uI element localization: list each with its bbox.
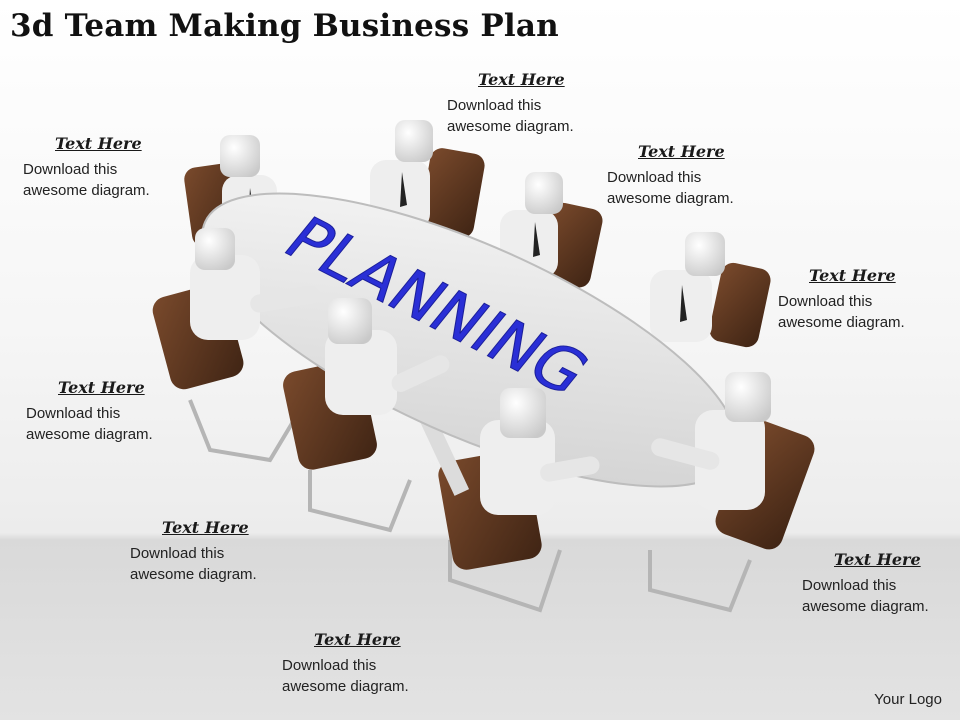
callout-heading: Text Here — [58, 378, 145, 397]
callout-7: Text Here Download this awesome diagram. — [802, 550, 960, 617]
callout-1: Text Here Download this awesome diagram. — [23, 134, 223, 201]
callout-4: Text Here Download this awesome diagram. — [778, 266, 960, 333]
callout-text: Download this awesome diagram. — [447, 97, 574, 135]
chair-frames — [188, 399, 752, 613]
callout-text: Download this awesome diagram. — [26, 405, 153, 443]
callout-2: Text Here Download this awesome diagram. — [447, 70, 647, 137]
chair — [419, 148, 485, 238]
team-figure — [325, 298, 450, 415]
page-title: 3d Team Making Business Plan — [10, 8, 559, 44]
callout-heading: Text Here — [314, 630, 401, 649]
callout-text: Download this awesome diagram. — [802, 577, 929, 615]
callout-heading: Text Here — [55, 134, 142, 153]
team-figures-front — [190, 228, 771, 515]
chair — [709, 262, 771, 348]
team-figure — [480, 388, 600, 515]
team-figure — [500, 172, 563, 278]
callout-3: Text Here Download this awesome diagram. — [607, 142, 807, 209]
team-figure — [651, 372, 771, 510]
callout-text: Download this awesome diagram. — [607, 169, 734, 207]
callout-5: Text Here Download this awesome diagram. — [26, 378, 226, 445]
callout-8: Text Here Download this awesome diagram. — [282, 630, 482, 697]
callout-text: Download this awesome diagram. — [778, 293, 905, 331]
callout-heading: Text Here — [478, 70, 565, 89]
meeting-table-illustration: PLANNING — [152, 120, 815, 613]
team-figure — [190, 228, 320, 340]
team-figure — [650, 232, 725, 342]
logo-placeholder: Your Logo — [874, 691, 942, 708]
callout-heading: Text Here — [834, 550, 921, 569]
callout-text: Download this awesome diagram. — [130, 545, 257, 583]
callout-heading: Text Here — [638, 142, 725, 161]
callout-heading: Text Here — [809, 266, 896, 285]
callout-6: Text Here Download this awesome diagram. — [130, 518, 330, 585]
callout-text: Download this awesome diagram. — [282, 657, 409, 695]
callout-text: Download this awesome diagram. — [23, 161, 150, 199]
callout-heading: Text Here — [162, 518, 249, 537]
